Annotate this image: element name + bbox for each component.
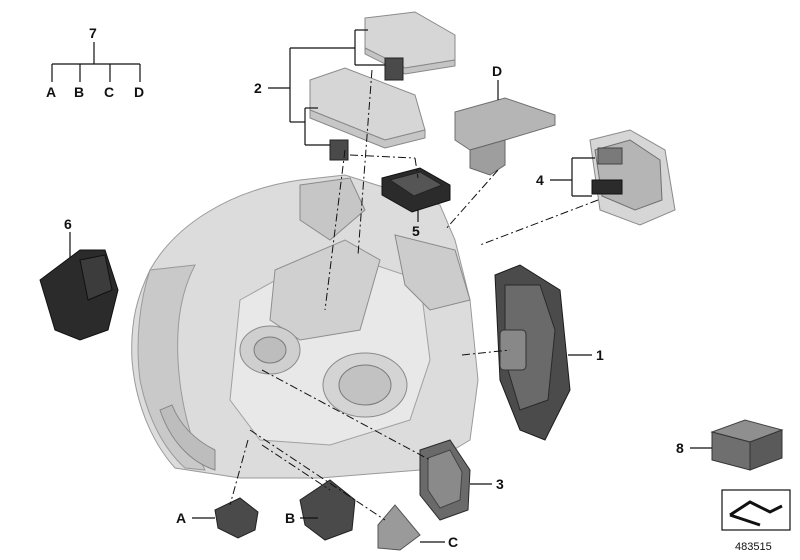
callout-4: 4 <box>536 172 544 188</box>
bracket-d <box>454 97 556 176</box>
leader-lines <box>69 29 712 543</box>
tree-b-label: B <box>74 84 84 100</box>
headlight-housing <box>131 174 479 479</box>
callout-2: 2 <box>254 80 262 96</box>
callout-clip-a: A <box>176 510 186 526</box>
control-unit-5 <box>381 167 451 213</box>
clip-c <box>377 504 421 551</box>
tree-d-label: D <box>134 84 144 100</box>
bracket-6 <box>39 249 119 341</box>
driver-3 <box>419 439 471 521</box>
clip-a <box>214 497 259 539</box>
tree-c-label: C <box>104 84 114 100</box>
dash-connectors <box>229 69 599 521</box>
tree-root-label: 7 <box>89 25 97 41</box>
callout-clip-b: B <box>285 510 295 526</box>
callout-1: 1 <box>596 347 604 363</box>
cover-lower <box>309 67 426 161</box>
callout-d: D <box>492 63 502 79</box>
callout-clip-c: C <box>448 534 458 550</box>
cover-upper <box>364 11 456 81</box>
ballast-1 <box>494 264 571 441</box>
reference-icon <box>721 489 791 531</box>
reference-number: 483515 <box>735 541 772 553</box>
clip-b <box>299 479 356 541</box>
callout-6: 6 <box>64 216 72 232</box>
box-8 <box>710 419 784 471</box>
module-4 <box>589 129 676 226</box>
callout-5: 5 <box>412 223 420 239</box>
callout-3: 3 <box>496 476 504 492</box>
variant-tree: 7 A B C D <box>46 25 144 100</box>
callout-8: 8 <box>676 440 684 456</box>
tree-a-label: A <box>46 84 56 100</box>
